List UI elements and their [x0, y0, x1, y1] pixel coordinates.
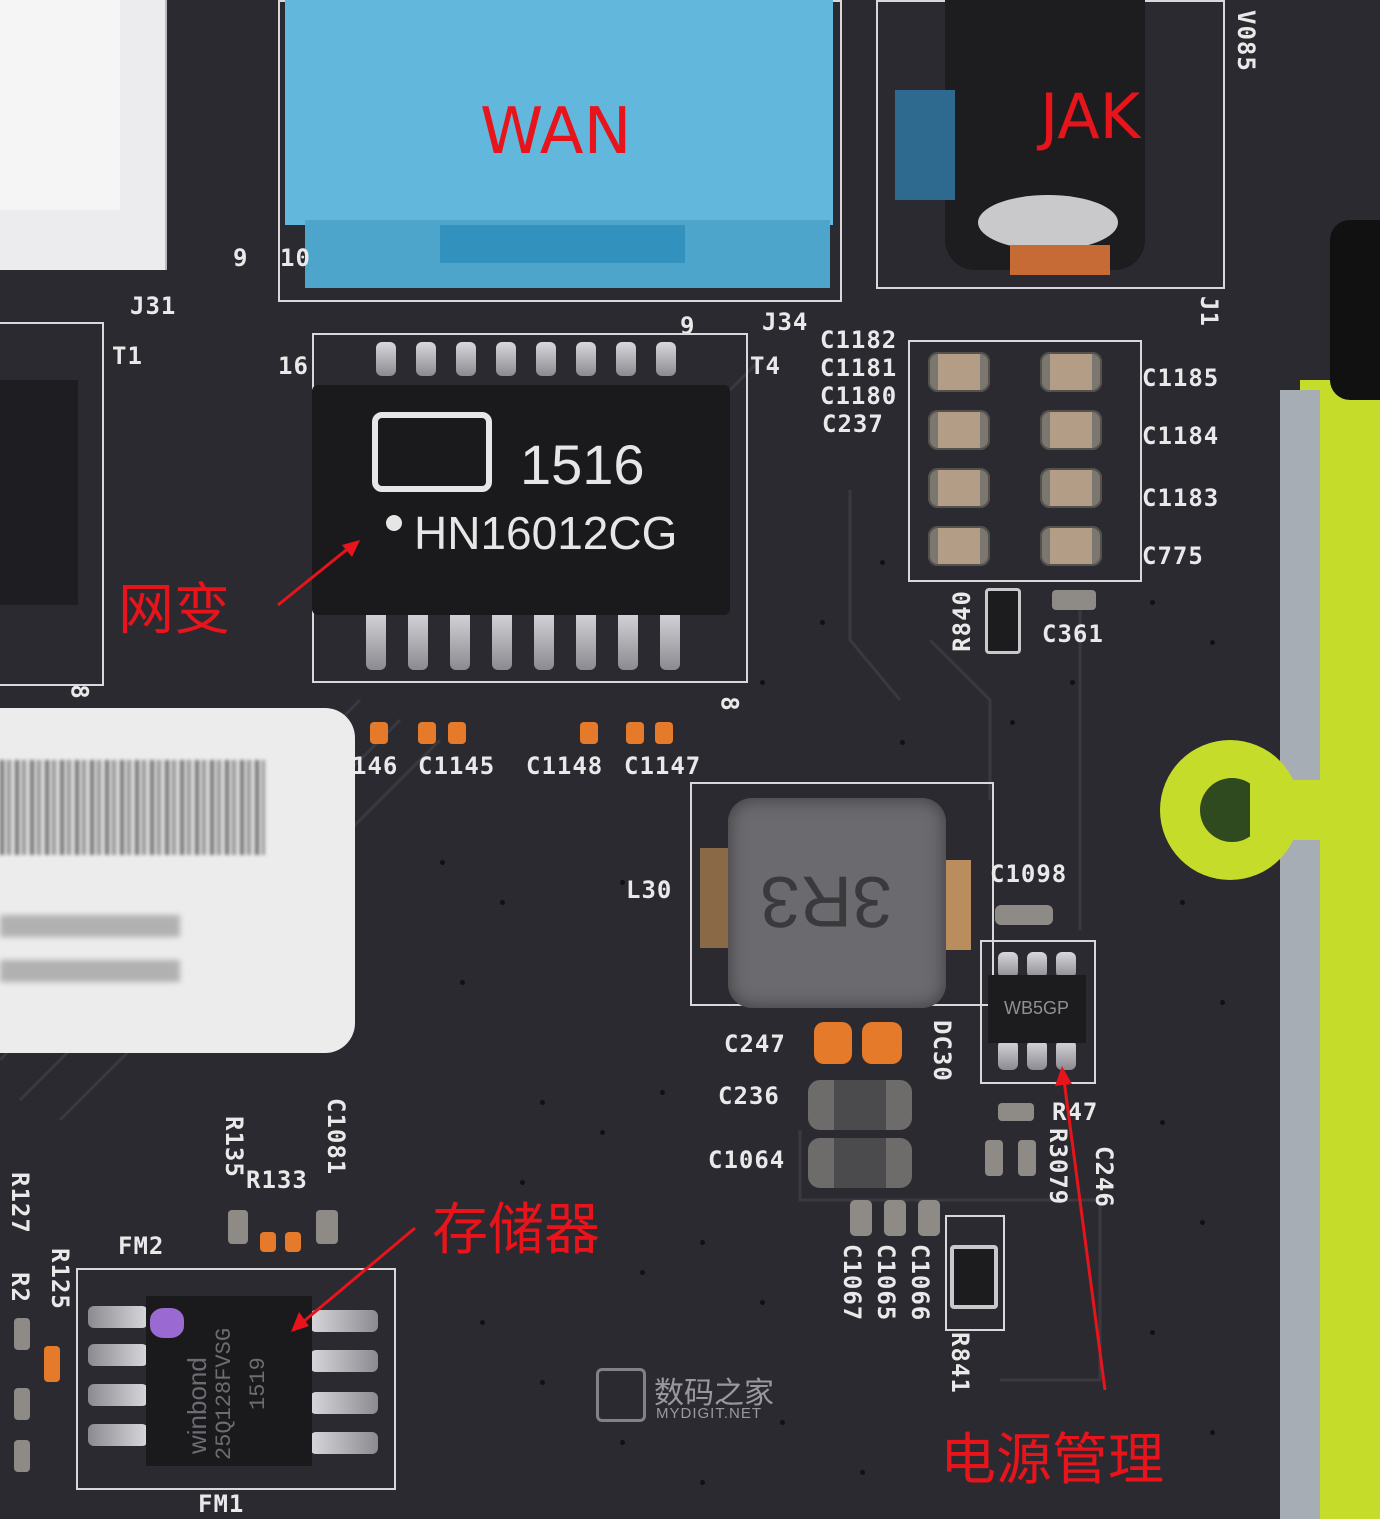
c1081-label: C1081 [322, 1098, 350, 1176]
c1064-cap [808, 1138, 912, 1188]
wan-port-latch [440, 225, 685, 263]
metal-bracket [1280, 390, 1320, 1519]
transformer-arrow [277, 540, 360, 607]
transformer-text-1516: 1516 [520, 433, 645, 496]
r840-label: R840 [948, 590, 976, 652]
dc-jack-blue-tab [895, 90, 955, 200]
flash-part: 25Q128FVSG [212, 1327, 237, 1460]
c1148-label: C1148 [526, 752, 604, 780]
c1185-label: C1185 [1142, 364, 1220, 392]
r133-label: R133 [246, 1166, 308, 1194]
power-arrow [1055, 1066, 1107, 1391]
pin9a-label: 9 [233, 244, 249, 272]
j1-label: J1 [1195, 296, 1223, 327]
jak-label: JAK [1040, 80, 1141, 153]
dc30-label: DC30 [928, 1020, 956, 1082]
c1066-label: C1066 [906, 1244, 934, 1322]
r47-label: R47 [1052, 1098, 1099, 1126]
flash-date: 1519 [246, 1357, 271, 1410]
t1-label: T1 [112, 342, 143, 370]
c1181-label: C1181 [820, 354, 898, 382]
r2-label: R2 [6, 1272, 34, 1303]
v085-label: V085 [1232, 10, 1260, 72]
c237-label: C237 [822, 410, 884, 438]
transformer-annotation: 网变 [118, 578, 230, 643]
fm-outline [76, 1268, 396, 1490]
pmic-chip [988, 975, 1086, 1043]
r135-label: R135 [220, 1116, 248, 1178]
c1098-label: C1098 [990, 860, 1068, 888]
c1182-label: C1182 [820, 326, 898, 354]
c1067-label: C1067 [838, 1244, 866, 1322]
memory-arrow [291, 1226, 416, 1332]
pmic-marking: WB5GP [1004, 998, 1070, 1018]
t4-label: T4 [750, 352, 781, 380]
t1-outline [0, 322, 104, 686]
c1183-label: C1183 [1142, 484, 1220, 512]
cap-array-outline [908, 340, 1142, 582]
pin8-label: 8 [65, 684, 94, 700]
transformer-text-part: HN16012CG [414, 507, 678, 559]
r125-label: R125 [46, 1248, 74, 1310]
r127-label: R127 [6, 1172, 34, 1234]
j31-label: J31 [130, 292, 177, 320]
green-frame-arm [1250, 780, 1380, 840]
c146-label: 146 [352, 752, 399, 780]
transformer-logo [372, 412, 492, 492]
wan-port [285, 0, 833, 225]
c236-cap [808, 1080, 912, 1130]
c1064-label: C1064 [708, 1146, 786, 1174]
j34-label: J34 [762, 308, 809, 336]
t1-body [0, 380, 78, 605]
pmic-outline [980, 940, 1096, 1084]
flash-brand: winbond [182, 1357, 212, 1454]
r841-outline [945, 1215, 1005, 1331]
c236-label: C236 [718, 1082, 780, 1110]
fm2-label: FM2 [118, 1232, 165, 1260]
watermark-name: 数码之家 [654, 1376, 774, 1411]
power-annotation: 电源管理 [940, 1428, 1164, 1493]
sticker-blurred-text [0, 915, 180, 1005]
c1065-label: C1065 [872, 1244, 900, 1322]
r3079-label: R3079 [1044, 1128, 1072, 1206]
black-component-top-right [1330, 220, 1380, 400]
inductor-l30 [728, 798, 946, 1008]
c361-cap [1052, 590, 1096, 610]
c1098-cap [995, 905, 1053, 925]
r841-label: R841 [946, 1332, 974, 1394]
memory-annotation: 存储器 [432, 1198, 600, 1263]
c775-label: C775 [1142, 542, 1204, 570]
flash-logo-blob [150, 1308, 184, 1338]
dc-jack-pin [978, 195, 1118, 250]
c1147-label: C1147 [624, 752, 702, 780]
c1145-label: C1145 [418, 752, 496, 780]
watermark-url: MYDIGIT.NET [656, 1405, 763, 1422]
pin8b-label: 8 [715, 696, 744, 712]
c247-label: C247 [724, 1030, 786, 1058]
pin10-label: 10 [280, 244, 311, 272]
r840-resistor [985, 588, 1021, 654]
sticker-barcode [0, 760, 265, 855]
fm1-label: FM1 [198, 1490, 245, 1518]
watermark-logo-icon [596, 1368, 646, 1422]
l30-label: L30 [626, 876, 673, 904]
white-connector-slot [0, 0, 120, 210]
inductor-marking: 3R3 [760, 861, 893, 941]
pin16-label: 16 [278, 352, 309, 380]
c1184-label: C1184 [1142, 422, 1220, 450]
c361-label: C361 [1042, 620, 1104, 648]
transformer-dot [386, 515, 402, 531]
dc-jack-solder [1010, 245, 1110, 275]
r841-resistor [950, 1245, 998, 1309]
wan-label: WAN [480, 95, 632, 169]
c1180-label: C1180 [820, 382, 898, 410]
ethernet-transformer [312, 385, 730, 615]
c246-label: C246 [1090, 1146, 1118, 1208]
